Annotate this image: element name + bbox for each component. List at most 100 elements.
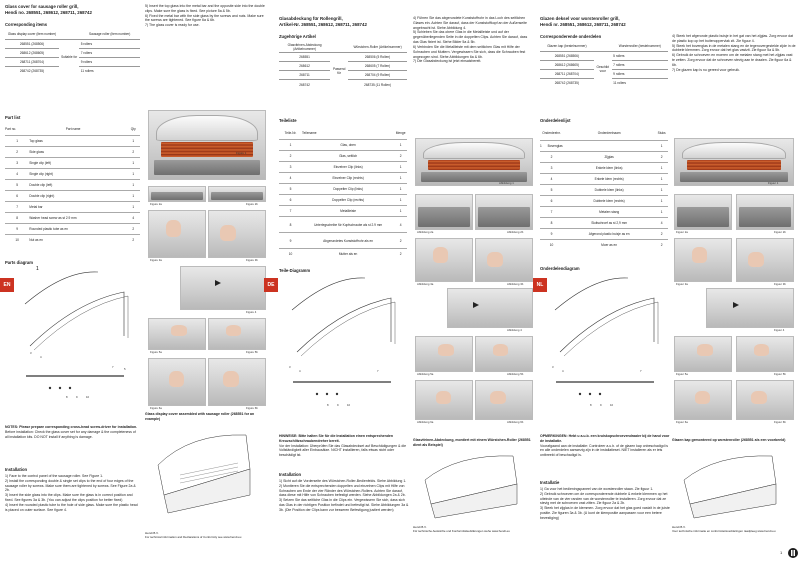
nl-footer-company: Hendi B.V. [672,525,686,529]
part-name: Enkele klem (links) [595,165,623,170]
en-figure-2a [148,186,206,202]
part-name: Sluitschroef as st 2,9 mm [591,220,628,225]
part-name: Doppelter Clip (rechts) [332,197,365,202]
nl-figure-1-label: Figuur 1 [768,181,779,185]
en-figure-1-label: Figure 1 [236,151,247,155]
de-footer: Hendi B.V. Für technische Auskünfte und … [413,525,533,534]
en-steps-col2: 5) Insert the top glass into the metal b… [145,4,265,28]
part-name: Metalen stang [599,209,620,214]
nl-corr-cell: 268551 (268506) [540,50,594,60]
en-steps: 1) Face to the control panel of the saus… [5,474,140,513]
nl-figure-4 [706,288,794,328]
list-item: 3) Steek het zijglas in de klemmen. Zorg… [540,506,670,520]
en-figure-3a-label: Figure 3a [150,258,162,262]
part-qty: 4 [660,220,663,225]
part-qty: 2 [399,251,402,256]
en-notes: NOTES: Please prepare corresponding cros… [5,425,140,439]
nl-corr-cell: 9 rollers [611,68,668,78]
de-install-heading: Installation [279,472,302,477]
nl-section: NL Glazen deksel voor worstenroller gril… [533,0,802,567]
part-qty: 1 [132,138,135,143]
en-corr-cell: 9 rollers [79,56,140,66]
nl-diagram-number-7: 7 [640,369,642,373]
en-figure-5b-label: Figure 5b [246,350,258,354]
de-corr-col1: Glasvitrinen-Abdeckung (Artikelnummer) [287,43,322,52]
nl-figure-3a-label: Figuur 3a [676,282,688,286]
part-name: Unterlegscheibe für Kopfschraube als st … [314,222,383,227]
nl-figure-3b [736,238,794,282]
de-footer-company: Hendi B.V. [413,525,427,529]
nl-parts-heading: Onderdelenlijst [540,118,571,123]
de-assembly-diagram [424,455,518,519]
part-no: 1 [289,142,292,147]
en-title-line1: Glass cover for sausage roller grill, [5,4,79,9]
de-section: DE Glasabdeckung für Rollengrill, Artike… [264,0,535,567]
de-corr-cell: 268704 (9 Rollen) [348,70,407,80]
en-diagram-heading: Parts diagram [5,260,33,265]
part-qty: 1 [660,176,663,181]
nl-assembly-diagram [683,455,777,519]
part-name: Rounded plastic tube as en [29,226,68,231]
de-notes-text: HINWEISE: Bitte halten Sie für die Insta… [279,434,393,443]
en-notes-text: NOTES: Please prepare corresponding cros… [5,425,138,429]
nl-parts-diagram [554,277,659,396]
de-corr-heading: Zugehörige Artikel [279,34,316,39]
de-diagram-number-9: 9 [337,403,339,407]
nl-figure-6a-label: Figuur 6a [676,420,688,424]
list-item: 7) De glazen kap is nu gereed voor gebru… [672,67,740,72]
de-corr-cell: 268742 [279,79,331,89]
nl-title-line2: Hendi nr. 268551, 268612, 268711, 268742 [540,21,626,27]
part-qty: 1 [660,198,663,203]
nl-assembled-caption: Glazen kap gemonteerd op worstenroller (… [672,438,786,442]
part-no: 2 [550,154,553,159]
language-tab-de: DE [264,278,278,292]
en-parts-header-qty: Qty [130,127,136,132]
nl-figure-2a-label: Figuur 2a [676,230,688,234]
en-corr-heading: Corresponding items [5,22,48,27]
en-diagram-number-7: 7 [112,365,114,369]
part-qty: 1 [132,182,135,187]
de-steps: 1) Sicht auf die Vorderseite des Würstch… [279,479,409,513]
part-name: Glas, seitlich [339,153,358,158]
nl-steps: 1) Ga voor het bedieningspaneel van de w… [540,487,670,521]
part-no: 2 [289,153,292,158]
part-qty: 1 [132,204,135,209]
list-item: 3) Insert the side glass into the clips.… [5,493,133,503]
en-install-heading: Installation [5,467,28,472]
language-tab-nl: NL [533,278,547,292]
en-figure-5b [208,318,266,350]
en-title-line2: Hendi no. 268551, 268612, 268711, 268742 [5,9,92,15]
part-name: Einzelner Clip (links) [333,164,363,169]
de-figure-5a-label: Abbildung 5a [417,372,434,376]
nl-figure-3b-label: Figuur 3b [774,282,786,286]
en-figure-3a [148,210,206,258]
nl-figure-6a [674,380,732,420]
nl-steps-col2: 4) Steek het afgeronde plastic buisje in… [672,34,796,73]
part-no: 9 [550,231,553,236]
de-diagram-number-10: 10 [347,403,351,407]
en-diagram-number-9: 9 [76,395,78,399]
de-title-line1: Glasabdeckung für Rollengrill, [279,16,343,21]
de-figure-6b-label: Abbildung 6b [507,420,524,424]
en-figure-1 [148,110,266,180]
nl-diagram-heading: Onderdelendiagram [540,266,580,271]
en-diagram-number-8: 8 [66,395,68,399]
nl-diagram-number-8: 8 [590,403,592,407]
part-no: 7 [16,204,19,209]
part-qty: 2 [399,238,402,243]
en-figure-2b [208,186,266,202]
